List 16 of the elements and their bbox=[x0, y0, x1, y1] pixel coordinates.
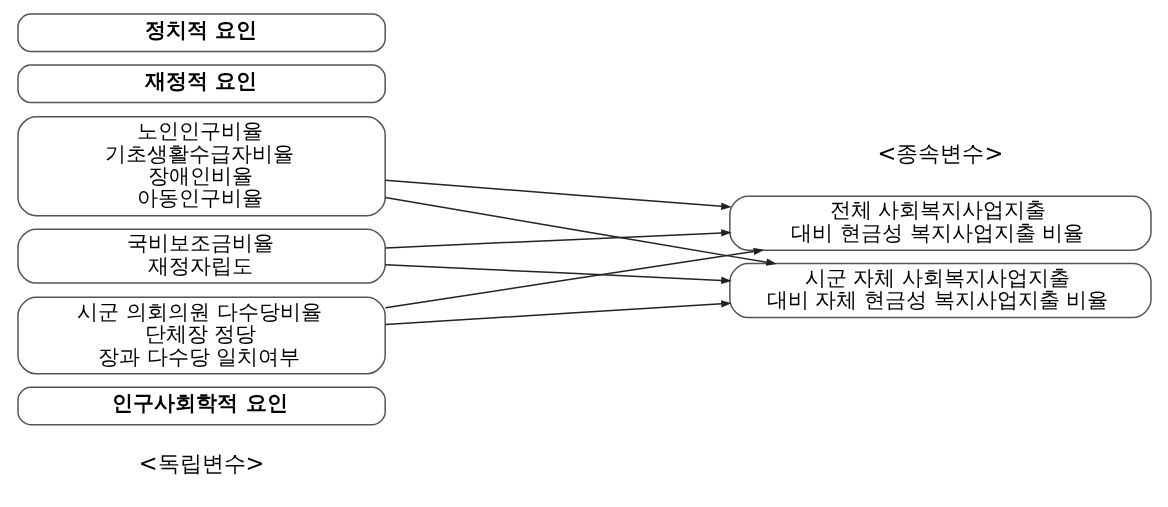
label: <독립변수> bbox=[138, 450, 264, 477]
arrow bbox=[384, 179, 732, 210]
arrow bbox=[384, 263, 732, 285]
arrow bbox=[384, 229, 732, 249]
node-box: 국비보조금비율 재정자립도 bbox=[16, 228, 386, 284]
arrow bbox=[384, 247, 764, 309]
label: <종속변수> bbox=[877, 139, 1003, 166]
node-box: 재정적 요인 bbox=[16, 64, 386, 104]
node-box: 전체 사회복지사업지출 대비 현금성 복지사업지출 비율 bbox=[728, 195, 1152, 251]
node-box: 정치적 요인 bbox=[16, 13, 386, 53]
arrow bbox=[384, 300, 732, 326]
node-box: 인구사회학적 요인 bbox=[16, 386, 386, 426]
arrow bbox=[384, 196, 777, 266]
node-box: 시군 의회의원 다수당비율 단체장 정당 장과 다수당 일치여부 bbox=[16, 296, 386, 375]
node-box: 노인인구비율 기초생활수급자비율 장애인비율 아동인구비율 bbox=[16, 116, 386, 217]
node-box: 시군 자체 사회복지사업지출 대비 자체 현금성 복지사업지출 비율 bbox=[728, 262, 1152, 319]
